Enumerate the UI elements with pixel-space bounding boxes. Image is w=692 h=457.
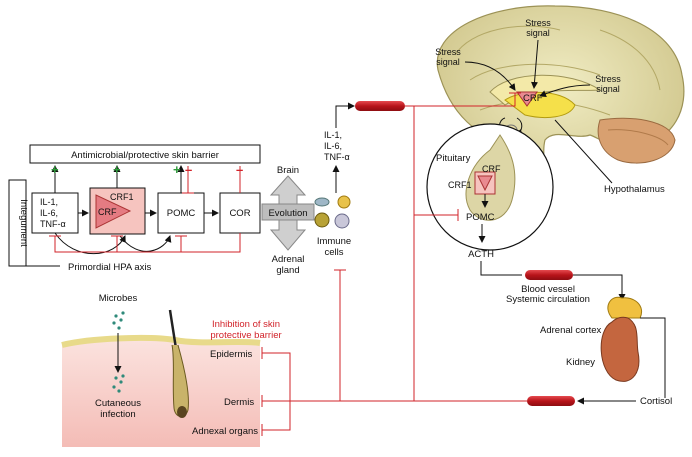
epidermis-label: Epidermis — [210, 349, 252, 360]
immune-cells-line1: Immune — [317, 236, 351, 247]
stress-top-line2: signal — [526, 28, 550, 38]
pomc-pit-label: POMC — [466, 212, 495, 223]
stress-right-line1: Stress — [595, 74, 621, 84]
evolution-label: Evolution — [268, 208, 307, 219]
pituitary-label: Pituitary — [436, 153, 471, 164]
acth-label: ACTH — [468, 249, 494, 260]
brain-illustration: CRF Stress signal Stress signal Stress s… — [435, 5, 685, 206]
skin-barrier-label: Antimicrobial/protective skin barrier — [71, 150, 219, 161]
immune-cells: Immune cells IL-1, IL-6, TNF-α — [314, 102, 355, 258]
stress-left-line1: Stress — [435, 47, 461, 57]
immune-cells-line2: cells — [324, 247, 343, 258]
cytokine-mid-3: TNF-α — [324, 152, 350, 162]
blood-vessel-line1: Blood vessel — [521, 284, 575, 295]
crf-left-label: CRF — [98, 207, 117, 217]
cytokine-mid-2: IL-6, — [324, 141, 342, 151]
cortisol-label: Cortisol — [640, 396, 672, 407]
adrenal-kidney: Adrenal cortex Kidney Cortisol — [540, 296, 672, 407]
minus-2: – — [236, 162, 243, 177]
hpa-label: Primordial HPA axis — [68, 262, 151, 273]
minus-1: – — [185, 162, 192, 177]
cor-label: COR — [229, 208, 250, 219]
stress-top-line1: Stress — [525, 18, 551, 28]
brain-label-left: Brain — [277, 165, 299, 176]
dermis-label: Dermis — [224, 397, 254, 408]
cytokine-left-3: TNF-α — [40, 219, 66, 229]
crf1-pit-label: CRF1 — [448, 180, 472, 190]
primordial-hpa-panel: Antimicrobial/protective skin barrier In… — [8, 144, 261, 273]
crf-triangle-left — [95, 194, 132, 229]
inhibition-line1: Inhibition of skin — [212, 319, 280, 330]
crf-pit-label: CRF — [482, 164, 501, 174]
cutaneous-line2: infection — [100, 409, 135, 420]
blood-vessel-mid — [525, 270, 573, 280]
adrenal-cortex-label: Adrenal cortex — [540, 325, 602, 336]
adrenal-gland-line2: gland — [276, 265, 299, 276]
stress-right-line2: signal — [596, 84, 620, 94]
adrenal-gland-line1: Adrenal — [272, 254, 305, 265]
inhibition-line2: protective barrier — [210, 330, 281, 341]
kidney-label: Kidney — [566, 357, 595, 368]
blood-vessel-line2: Systemic circulation — [506, 294, 590, 305]
hypothalamus-label: Hypothalamus — [604, 184, 665, 195]
blood-vessel-top — [355, 101, 405, 111]
adnexal-label: Adnexal organs — [192, 426, 258, 437]
crf-brain-label: CRF — [523, 93, 543, 104]
cytokine-left-1: IL-1, — [40, 197, 58, 207]
pituitary-panel: Pituitary CRF CRF1 POMC — [426, 123, 554, 251]
pomc-left-label: POMC — [167, 208, 196, 219]
plus-2: + — [113, 162, 121, 177]
evolution-arrow: Evolution Brain Adrenal gland — [261, 165, 315, 276]
plus-3: + — [173, 162, 181, 177]
blood-vessel-bottom — [527, 396, 575, 406]
integument-label: Integument — [18, 199, 29, 247]
crf1-left-label: CRF1 — [110, 192, 134, 202]
microbes-label: Microbes — [99, 293, 138, 304]
inhibition-lines — [261, 92, 527, 436]
skin-illustration: Microbes Cutaneous infection Inhibition … — [61, 293, 282, 447]
crf-brain-triangle — [516, 91, 538, 107]
plus-1: + — [51, 162, 59, 177]
cytokine-mid-1: IL-1, — [324, 130, 342, 140]
cutaneous-line1: Cutaneous — [95, 398, 141, 409]
stress-left-line2: signal — [436, 57, 460, 67]
cytokine-left-2: IL-6, — [40, 208, 58, 218]
skin-barrier-box — [29, 144, 261, 164]
